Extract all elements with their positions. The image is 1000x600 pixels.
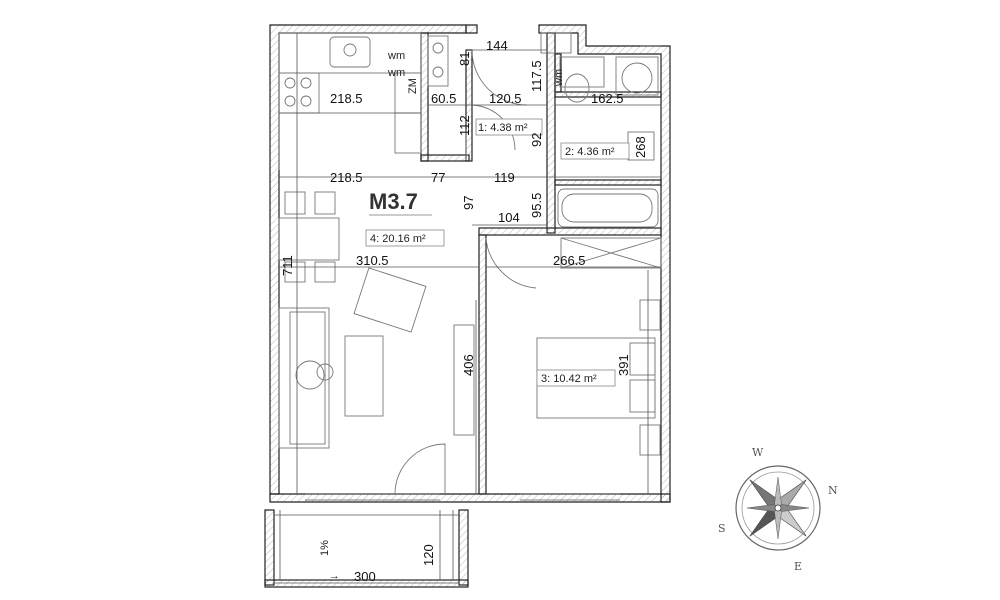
fixture-wm-1: wm <box>387 50 405 62</box>
dim-218-5-mid: 218.5 <box>330 170 363 185</box>
dim-92: 92 <box>529 133 544 147</box>
fixture-wm-2: wm <box>387 67 405 79</box>
dim-120-5: 120.5 <box>489 91 522 106</box>
dim-266-5: 266.5 <box>553 253 586 268</box>
dim-268: 268 <box>633 136 648 158</box>
windows <box>305 45 661 501</box>
compass-west: W <box>752 446 764 459</box>
dim-77: 77 <box>431 170 445 185</box>
compass-north: N <box>828 484 838 497</box>
dim-81: 81 <box>457 52 472 66</box>
balcony-slope-arrow: ↓ <box>328 575 340 581</box>
dim-406: 406 <box>461 354 476 376</box>
dim-95-5: 95.5 <box>529 193 544 218</box>
balcony <box>264 509 469 588</box>
dimension-lines <box>274 33 661 584</box>
dim-310-5: 310.5 <box>356 253 389 268</box>
room-3-area: 3: 10.42 m² <box>541 373 597 385</box>
room-2-label-box <box>560 142 630 160</box>
bedroom-furniture <box>536 237 662 456</box>
dim-104: 104 <box>498 210 520 225</box>
dim-112: 112 <box>457 115 472 136</box>
interior-walls <box>420 32 662 495</box>
dim-144: 144 <box>486 38 508 53</box>
dim-218-5-top: 218.5 <box>330 91 363 106</box>
room-4-area: 4: 20.16 m² <box>370 233 426 245</box>
room-1-area: 1: 4.38 m² <box>478 122 528 134</box>
dim-60-5: 60.5 <box>431 91 456 106</box>
fixture-wm-3: wm <box>553 69 565 87</box>
balcony-slope: 1% <box>319 540 331 556</box>
dim-391: 391 <box>616 354 631 376</box>
dining-set <box>278 191 340 283</box>
dim-119: 119 <box>494 170 515 185</box>
dim-97: 97 <box>461 196 476 210</box>
door-arcs <box>465 49 537 289</box>
dim-117-5: 117.5 <box>529 60 544 92</box>
room-1-label-box <box>475 118 543 136</box>
dim-300: 300 <box>354 569 376 584</box>
compass-east: E <box>794 560 802 573</box>
room-3-label-box <box>536 369 616 387</box>
compass-rose <box>735 465 821 551</box>
compass-south: S <box>718 522 726 535</box>
dim-120: 120 <box>421 544 436 566</box>
unit-code: M3.7 <box>369 189 418 214</box>
living-furniture <box>278 267 475 495</box>
bathroom-fixtures <box>540 32 659 228</box>
dim-162-5: 162.5 <box>591 91 624 106</box>
fixture-zm: ZM <box>407 78 419 94</box>
room-4-label-box <box>365 229 445 247</box>
dim-711: 711 <box>280 255 295 276</box>
room-2-area: 2: 4.36 m² <box>565 146 615 158</box>
